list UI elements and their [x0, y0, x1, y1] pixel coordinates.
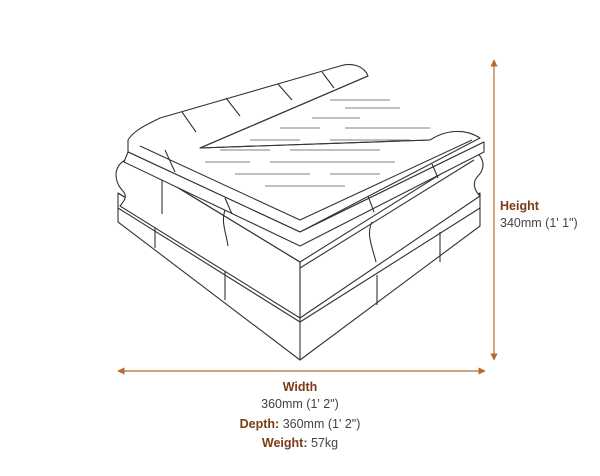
height-title: Height: [500, 199, 539, 213]
depth-title: Depth:: [239, 417, 280, 431]
paving-block-outline: [115, 63, 485, 361]
width-label: Width 360mm (1' 2"): [200, 379, 400, 413]
height-value: 340mm (1' 1"): [500, 216, 578, 230]
width-value: 360mm (1' 2"): [261, 397, 339, 411]
weight-title: Weight:: [261, 436, 308, 450]
weight-spec: Weight: 57kg: [150, 436, 450, 450]
surface-hatching: [205, 99, 430, 187]
depth-spec: Depth: 360mm (1' 2"): [150, 417, 450, 431]
weight-value: 57kg: [310, 436, 339, 450]
height-label: Height 340mm (1' 1"): [500, 198, 578, 232]
depth-value: 360mm (1' 2"): [282, 417, 361, 431]
width-title: Width: [282, 380, 318, 394]
